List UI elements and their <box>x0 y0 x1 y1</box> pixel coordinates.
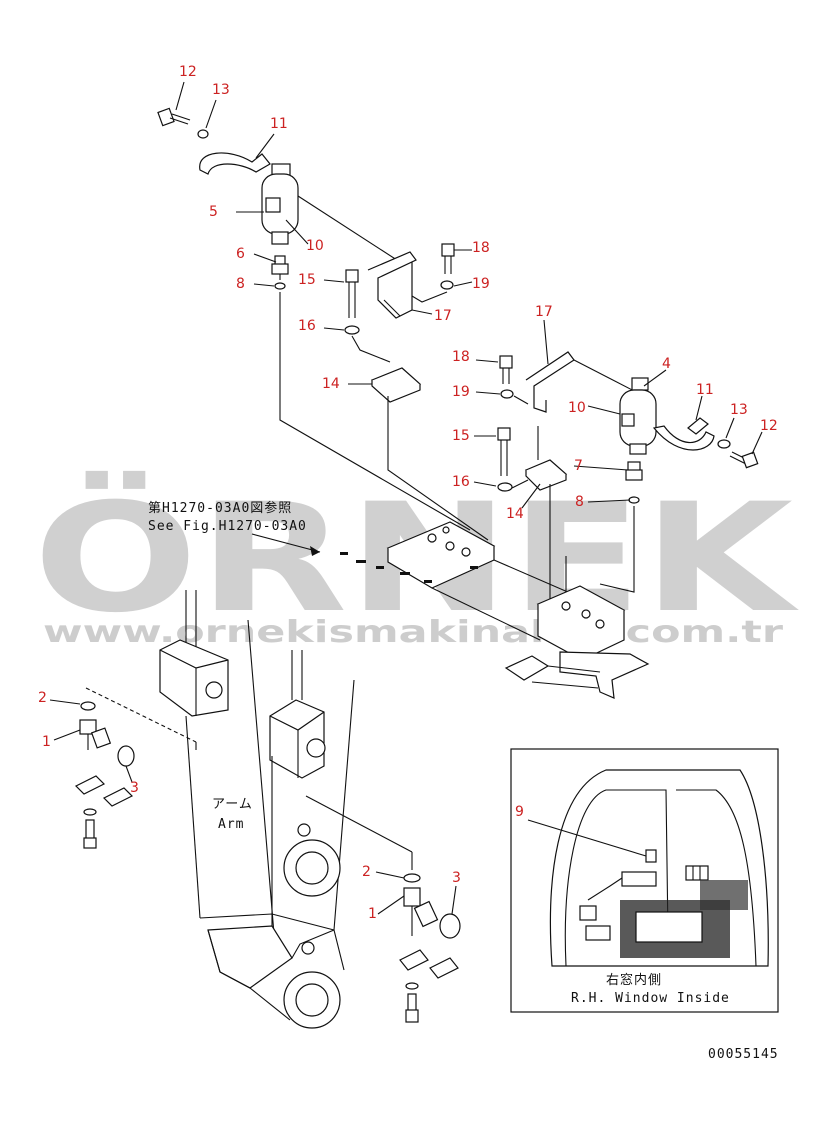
callout-12: 12 <box>760 418 778 434</box>
accumulator-assembly-left <box>157 107 489 541</box>
callout-15: 15 <box>452 428 470 444</box>
see-figure-arrow <box>310 546 320 556</box>
leader-lower-fitting <box>305 795 413 853</box>
bracket-17-left <box>367 251 417 319</box>
bolt-18-left <box>441 243 455 274</box>
o-ring-8-left <box>274 282 286 290</box>
callout-labels: 12 13 11 5 10 6 8 18 19 15 17 16 14 17 1… <box>38 64 778 922</box>
o-ring-8-right <box>628 496 640 504</box>
callout-3: 3 <box>130 780 139 796</box>
callout-13: 13 <box>212 82 230 98</box>
bracket-17-right <box>525 351 575 413</box>
callout-14: 14 <box>322 376 340 392</box>
see-figure-reference-jp: 第H1270-03A0図参照 <box>148 500 292 516</box>
split-flange-left-a <box>74 775 106 795</box>
inset-window-view: 右窓内側 R.H. Window Inside <box>510 748 779 1013</box>
callout-17: 17 <box>535 304 553 320</box>
callout-19: 19 <box>452 384 470 400</box>
callout-1: 1 <box>368 906 377 922</box>
callout-leaders <box>49 81 763 915</box>
washer-13-right <box>717 439 731 449</box>
callout-10: 10 <box>568 400 586 416</box>
inset-label-en: R.H. Window Inside <box>571 991 730 1006</box>
elbow-1-left <box>79 719 112 750</box>
arm-structure: アーム Arm <box>159 590 355 1029</box>
window-switch-9 <box>645 849 657 863</box>
callout-10: 10 <box>306 238 324 254</box>
arm-label-jp: アーム <box>212 797 253 812</box>
band-clamp-11-right <box>652 425 715 451</box>
callout-3: 3 <box>452 870 461 886</box>
split-flange-right-a <box>399 949 429 971</box>
see-figure-leader <box>251 533 321 553</box>
bolt-12-left <box>157 107 191 127</box>
bolt-12-right <box>729 451 759 469</box>
callout-16: 16 <box>298 318 316 334</box>
callout-8: 8 <box>575 494 584 510</box>
band-clamp-11-left <box>199 152 271 175</box>
callout-2: 2 <box>38 690 47 706</box>
elbow-1-right <box>403 887 439 936</box>
callout-16: 16 <box>452 474 470 490</box>
callout-9: 9 <box>515 804 524 820</box>
o-ring-2-right <box>403 873 421 883</box>
watermark-url: www.ornekismakinalari.com.tr <box>43 615 783 650</box>
arm-label-en: Arm <box>218 817 244 832</box>
drawing-number: 00055145 <box>708 1047 779 1062</box>
accumulator-assembly-right <box>497 351 759 600</box>
washer-13-left <box>197 129 209 139</box>
fitting-group-left <box>74 701 135 849</box>
fitting-7 <box>625 461 643 481</box>
callout-5: 5 <box>209 204 218 220</box>
callout-18: 18 <box>452 349 470 365</box>
callout-15: 15 <box>298 272 316 288</box>
callout-14: 14 <box>506 506 524 522</box>
fitting-6 <box>271 255 289 280</box>
callout-17: 17 <box>434 308 452 324</box>
o-ring-2-left <box>80 701 96 711</box>
callout-7: 7 <box>574 458 583 474</box>
split-flange-right-b <box>429 957 459 979</box>
inset-label-jp: 右窓内側 <box>606 972 662 988</box>
callout-6: 6 <box>236 246 245 262</box>
bolt-right-lower <box>405 993 419 1023</box>
callout-18: 18 <box>472 240 490 256</box>
bolt-left-lower <box>83 819 97 849</box>
see-figure-reference-en: See Fig.H1270-03A0 <box>148 519 307 534</box>
bolt-18-right <box>499 355 513 384</box>
washer-16-left <box>344 325 360 335</box>
accumulator-5 <box>261 163 299 245</box>
fitting-group-right <box>399 873 461 1023</box>
callout-2: 2 <box>362 864 371 880</box>
accumulator-4 <box>619 377 657 455</box>
valve-block-frame <box>340 521 650 699</box>
callout-11: 11 <box>270 116 288 132</box>
bolt-15-left <box>345 269 359 318</box>
washer-16-right <box>497 482 513 492</box>
callout-13: 13 <box>730 402 748 418</box>
callout-11: 11 <box>696 382 714 398</box>
callout-8: 8 <box>236 276 245 292</box>
callout-19: 19 <box>472 276 490 292</box>
callout-12: 12 <box>179 64 197 80</box>
callout-4: 4 <box>662 356 671 372</box>
hose-left-accumulator <box>279 292 471 531</box>
bolt-15-right <box>497 427 511 476</box>
cap-3-right <box>439 913 461 939</box>
callout-1: 1 <box>42 734 51 750</box>
washer-19-right <box>500 389 514 399</box>
cap-3-left <box>117 745 135 767</box>
split-flange-left-b <box>102 787 134 807</box>
washer-19-left <box>440 280 454 290</box>
